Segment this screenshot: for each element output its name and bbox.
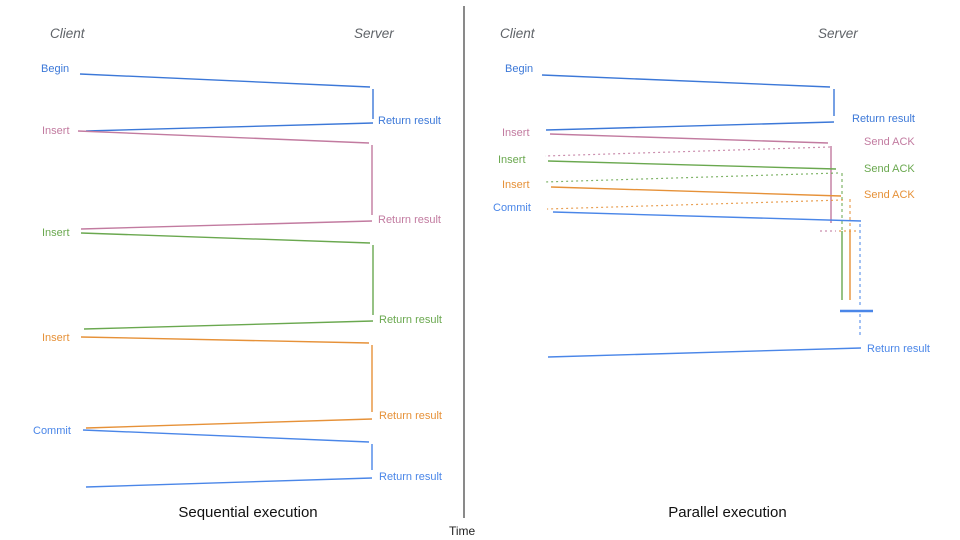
par-client-header: Client (500, 26, 535, 41)
seq-insert2-response-label: Return result (379, 314, 442, 326)
par-insert1-response-label: Send ACK (864, 136, 915, 148)
seq-insert2-label: Insert (42, 227, 70, 239)
par-final-response-label: Return result (867, 343, 930, 355)
seq-insert1-arrows (77, 130, 373, 230)
sequential-caption: Sequential execution (178, 504, 318, 521)
par-begin-response-label: Return result (852, 113, 915, 125)
seq-client-header: Client (50, 26, 85, 41)
seq-begin-response-label: Return result (378, 115, 441, 127)
seq-commit-label: Commit (33, 425, 71, 437)
par-begin-label: Begin (505, 63, 534, 75)
parallel-caption: Parallel execution (668, 504, 787, 521)
seq-begin-label: Begin (41, 63, 70, 75)
time-axis-label: Time (449, 524, 476, 538)
seq-commit-response-label: Return result (379, 471, 442, 483)
seq-commit-arrows (82, 429, 373, 488)
par-insert1-label: Insert (502, 127, 530, 139)
seq-insert3-response-label: Return result (379, 410, 442, 422)
seq-insert1-response-label: Return result (378, 214, 441, 226)
par-commit-arrows (552, 211, 862, 308)
seq-begin-arrows (79, 73, 374, 132)
par-insert2-response-label: Send ACK (864, 163, 915, 175)
par-insert2-label: Insert (498, 154, 526, 166)
par-insert2-arrows (543, 160, 843, 300)
seq-insert1-label: Insert (42, 125, 70, 137)
seq-server-header: Server (354, 26, 394, 41)
par-insert3-arrows (546, 186, 851, 300)
par-begin-arrows (541, 74, 835, 131)
seq-insert2-arrows (80, 232, 374, 330)
par-insert1-arrows (544, 133, 832, 223)
par-server-header: Server (818, 26, 858, 41)
seq-insert3-arrows (80, 336, 373, 429)
par-insert3-label: Insert (502, 179, 530, 191)
seq-insert3-label: Insert (42, 332, 70, 344)
par-insert3-response-label: Send ACK (864, 189, 915, 201)
par-commit-label: Commit (493, 202, 531, 214)
par-sync-and-final-return (547, 309, 873, 358)
